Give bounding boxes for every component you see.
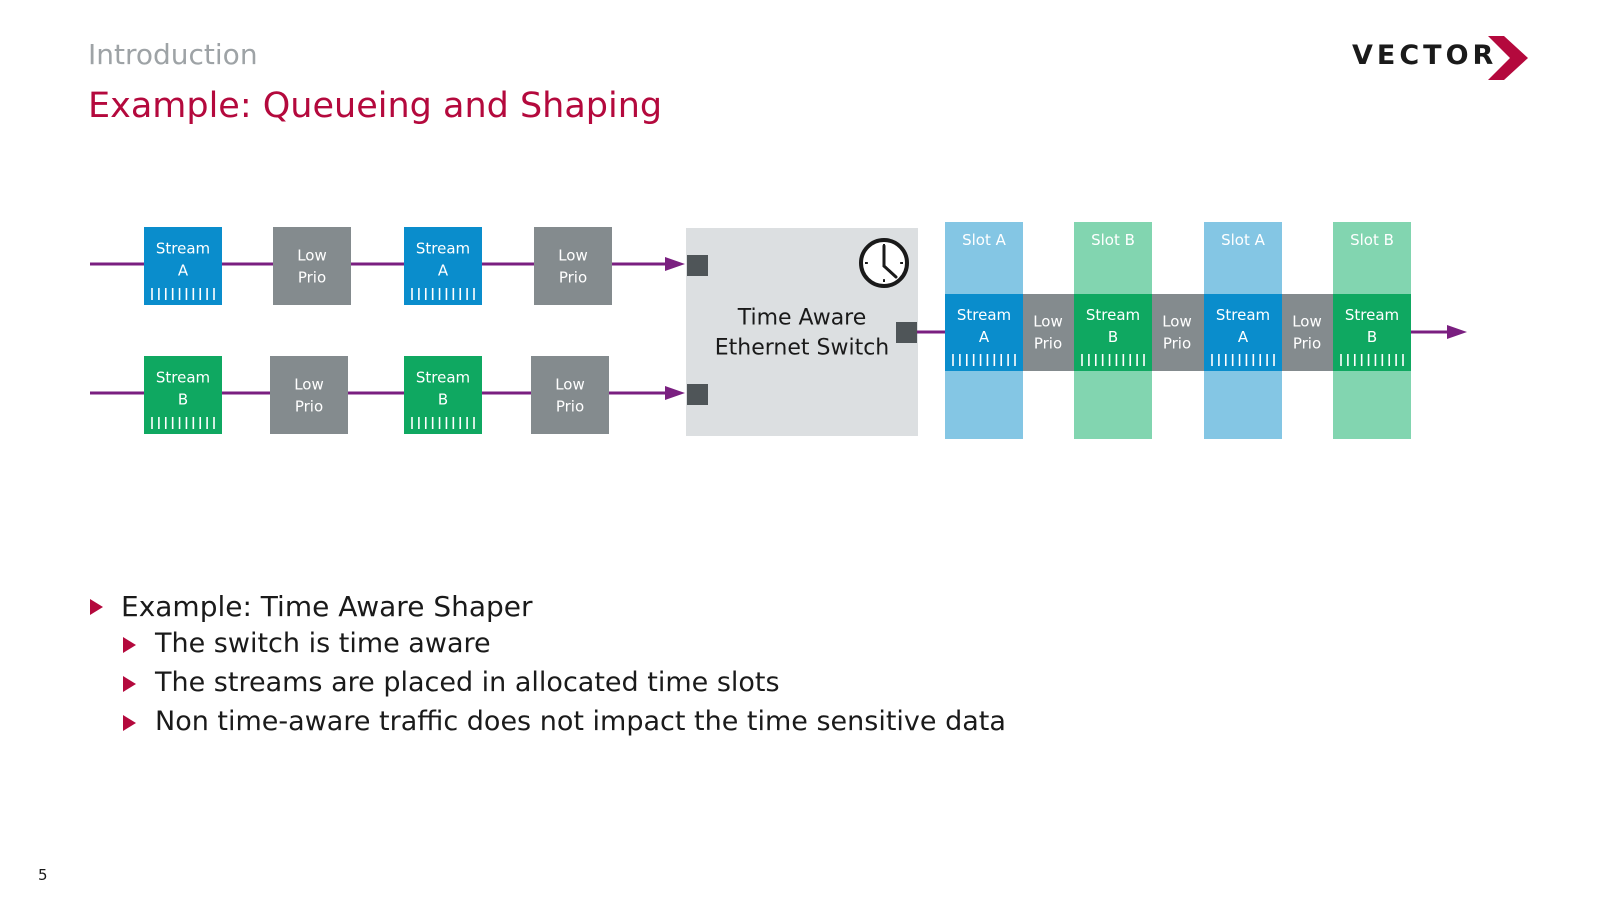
frame-ticks	[1340, 354, 1404, 366]
bullet-text: The streams are placed in allocated time…	[155, 667, 780, 698]
frame-box	[144, 356, 222, 434]
slot-label: Slot B	[1350, 231, 1394, 249]
bullet-text: The switch is time aware	[155, 628, 491, 659]
frame-box	[531, 356, 609, 434]
frame-box	[1074, 294, 1152, 371]
bullet-arrow-icon	[123, 676, 136, 692]
frame-ticks	[1211, 354, 1275, 366]
frame-ticks	[411, 417, 475, 429]
slide-title: Example: Queueing and Shaping	[88, 86, 663, 126]
logo-chevron-icon	[1488, 36, 1528, 80]
output-arrow-icon	[1447, 325, 1467, 339]
slot-label: Slot A	[962, 231, 1007, 249]
frame-ticks	[151, 417, 215, 429]
bullet-arrow-icon	[90, 599, 103, 615]
frame-ticks	[151, 288, 215, 300]
page-number: 5	[38, 866, 48, 884]
clock-icon	[859, 238, 909, 288]
frame-ticks	[411, 288, 475, 300]
frame-box	[404, 356, 482, 434]
bullet-text: Non time-aware traffic does not impact t…	[155, 706, 1006, 737]
vector-logo: VECTOR	[1352, 36, 1532, 86]
frame-box	[404, 227, 482, 305]
section-label: Introduction	[88, 38, 258, 71]
input-arrow-a-icon	[665, 257, 685, 271]
frame-box	[945, 294, 1023, 371]
frame-box	[1204, 294, 1282, 371]
switch-port-in-a	[687, 255, 708, 276]
frame-ticks	[1081, 354, 1145, 366]
frame-box	[273, 227, 351, 305]
frame-box	[144, 227, 222, 305]
frame-box	[534, 227, 612, 305]
input-arrow-b-icon	[665, 386, 685, 400]
slot-label: Slot B	[1091, 231, 1135, 249]
logo-text: VECTOR	[1352, 40, 1498, 71]
switch-port-out	[896, 322, 917, 343]
slot-label: Slot A	[1221, 231, 1266, 249]
frame-box	[1333, 294, 1411, 371]
bullet-arrow-icon	[123, 637, 136, 653]
bullet-text: Example: Time Aware Shaper	[121, 590, 533, 623]
switch-port-in-b	[687, 384, 708, 405]
bullet-arrow-icon	[123, 715, 136, 731]
frame-box	[270, 356, 348, 434]
frame-ticks	[952, 354, 1016, 366]
